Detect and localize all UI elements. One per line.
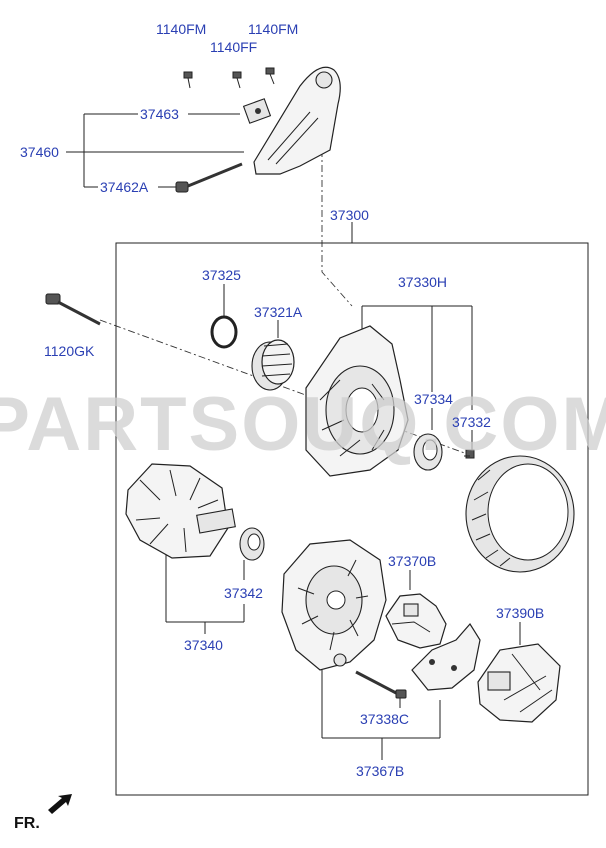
- regulator-37390b[interactable]: [477, 643, 561, 723]
- leader-lines: [66, 113, 521, 760]
- bolt-1140fm-b[interactable]: [265, 67, 275, 85]
- rotor-37340[interactable]: [125, 463, 236, 559]
- label-37321a[interactable]: 37321A: [254, 304, 303, 320]
- bolt-37338c[interactable]: [355, 670, 407, 699]
- ring-37325[interactable]: [210, 315, 238, 349]
- stator[interactable]: [465, 455, 575, 573]
- label-37338c[interactable]: 37338C: [360, 711, 409, 727]
- bolt-1120gk[interactable]: [45, 293, 101, 326]
- bolt-37462a[interactable]: [175, 162, 243, 193]
- label-1120gk[interactable]: 1120GK: [44, 343, 95, 359]
- label-37325[interactable]: 37325: [202, 267, 241, 283]
- label-37342[interactable]: 37342: [224, 585, 263, 601]
- label-37367b[interactable]: 37367B: [356, 763, 404, 779]
- label-37463[interactable]: 37463: [140, 106, 179, 122]
- watermark: PARTSOUQ.COM: [0, 382, 606, 467]
- label-37462a[interactable]: 37462A: [100, 179, 149, 195]
- bolt-1140ff[interactable]: [232, 71, 242, 89]
- rear-housing-37367b[interactable]: [281, 539, 387, 671]
- direction-label: FR.: [14, 815, 40, 832]
- pulley-37321a[interactable]: [251, 339, 295, 391]
- label-37370b[interactable]: 37370B: [388, 553, 436, 569]
- label-1140fm-b[interactable]: 1140FM: [248, 21, 298, 37]
- label-37332[interactable]: 37332: [452, 414, 491, 430]
- direction-arrow-icon: [48, 794, 72, 814]
- label-37334[interactable]: 37334: [414, 391, 453, 407]
- label-37390b[interactable]: 37390B: [496, 605, 544, 621]
- bolt-1140fm-a[interactable]: [183, 71, 193, 89]
- front-housing-37330h[interactable]: [305, 325, 409, 477]
- screw-37332[interactable]: [464, 449, 475, 459]
- label-1140fm-a[interactable]: 1140FM: [156, 21, 206, 37]
- bracket-37460[interactable]: [242, 66, 341, 175]
- rectifier[interactable]: [411, 622, 481, 691]
- label-37330h[interactable]: 37330H: [398, 274, 447, 290]
- label-37460[interactable]: 37460: [20, 144, 59, 160]
- label-37300[interactable]: 37300: [330, 207, 369, 223]
- centre-lines: [99, 150, 471, 456]
- part-labels: 1140FM 1140FM 1140FF 37463 37460 37462A …: [20, 21, 544, 779]
- brush-holder-37370b[interactable]: [385, 593, 447, 649]
- bearing-37334[interactable]: [413, 433, 443, 471]
- assembly-frame: [115, 242, 589, 796]
- bearing-37342[interactable]: [239, 527, 265, 561]
- label-37340[interactable]: 37340: [184, 637, 223, 653]
- label-1140ff[interactable]: 1140FF: [210, 39, 257, 55]
